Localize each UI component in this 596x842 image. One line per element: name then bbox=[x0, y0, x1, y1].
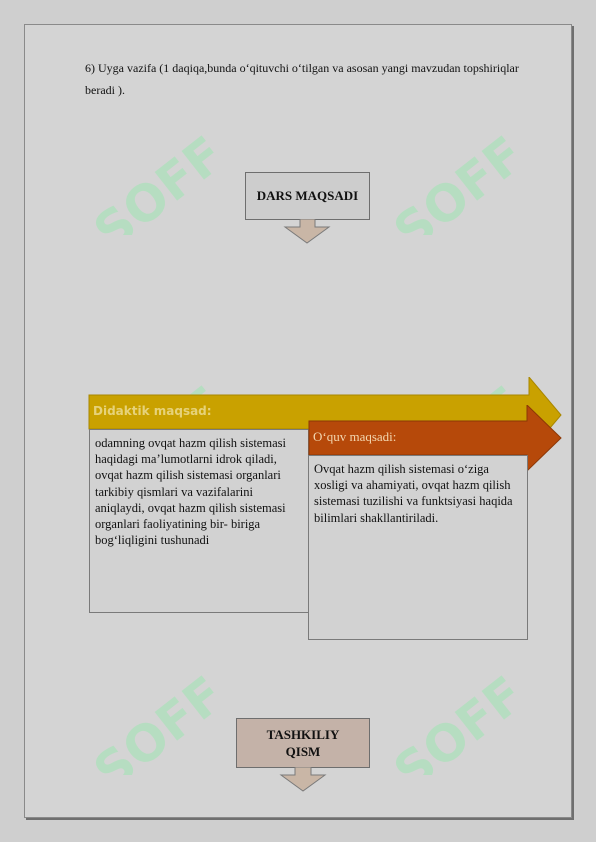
didaktik-textbox: odamning ovqat hazm qilish sistemasi haq… bbox=[89, 429, 309, 613]
callout-label: DARS MAQSADI bbox=[256, 188, 359, 203]
callout-tashkiliy-qism: TASHKILIY QISM bbox=[236, 718, 370, 794]
down-arrow-icon bbox=[279, 767, 327, 792]
callout-dars-maqsadi: DARS MAQSADI bbox=[245, 172, 370, 248]
didaktik-label: Didaktik maqsad: bbox=[93, 404, 212, 418]
callout-label: TASHKILIY QISM bbox=[266, 727, 340, 759]
watermark-text: SOFF bbox=[383, 125, 534, 235]
watermark-2: SOFF bbox=[371, 125, 581, 261]
homework-paragraph: 6) Uyga vazifa (1 daqiqa,bunda o‘qituvch… bbox=[85, 61, 519, 97]
oquv-textbox: Ovqat hazm qilish sistemasi o‘ziga xosli… bbox=[308, 455, 528, 640]
down-arrow-icon bbox=[283, 219, 331, 244]
watermark-text: SOFF bbox=[383, 665, 534, 775]
watermark-text: SOFF bbox=[83, 125, 234, 235]
document-page: SOFF SOFF SOFF SOFF SOFF bbox=[24, 24, 572, 818]
callout-box: TASHKILIY QISM bbox=[236, 718, 370, 768]
watermark-text: SOFF bbox=[83, 665, 234, 775]
oquv-label: O‘quv maqsadi: bbox=[313, 429, 397, 444]
callout-box: DARS MAQSADI bbox=[245, 172, 370, 220]
watermark-6: SOFF bbox=[371, 665, 581, 801]
